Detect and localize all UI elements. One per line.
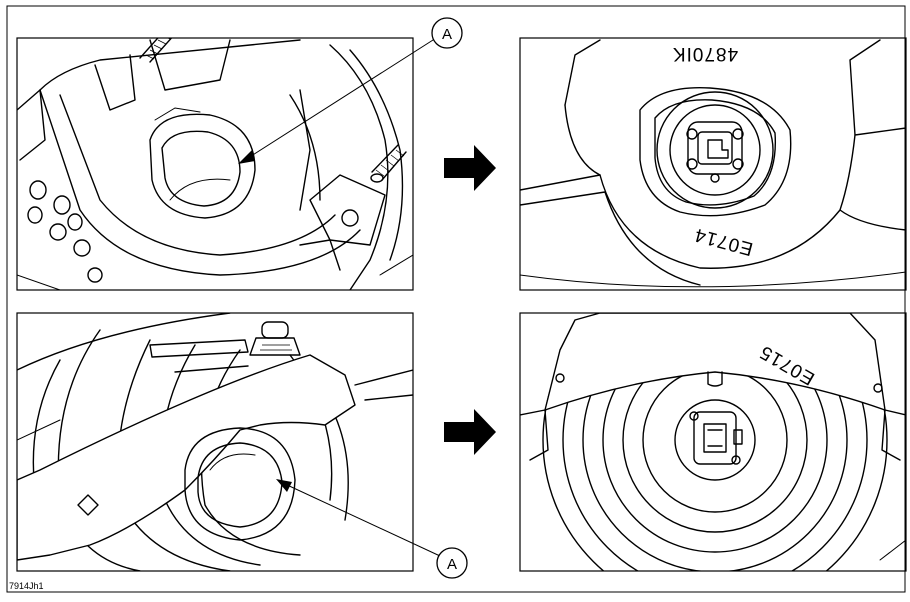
arrow-top bbox=[444, 145, 496, 191]
callout-a-top bbox=[431, 17, 463, 49]
figure-code: 7914Jh1 bbox=[9, 581, 44, 591]
panel-top-left: A bbox=[16, 17, 463, 291]
panel-bottom-right: E0715 bbox=[519, 312, 907, 572]
callout-a-top-label: A bbox=[442, 26, 452, 43]
figure-frame bbox=[6, 5, 906, 593]
panel-bottom-left: A bbox=[16, 312, 468, 579]
part-mark-upper: 4870IK bbox=[672, 43, 738, 64]
callout-a-bottom-label: A bbox=[447, 556, 457, 573]
panel-top-right: 4870IK E0714 bbox=[519, 37, 907, 291]
callout-a-bottom bbox=[436, 547, 468, 579]
arrow-bottom bbox=[444, 409, 496, 455]
part-mark-lower: E0714 bbox=[692, 223, 755, 259]
